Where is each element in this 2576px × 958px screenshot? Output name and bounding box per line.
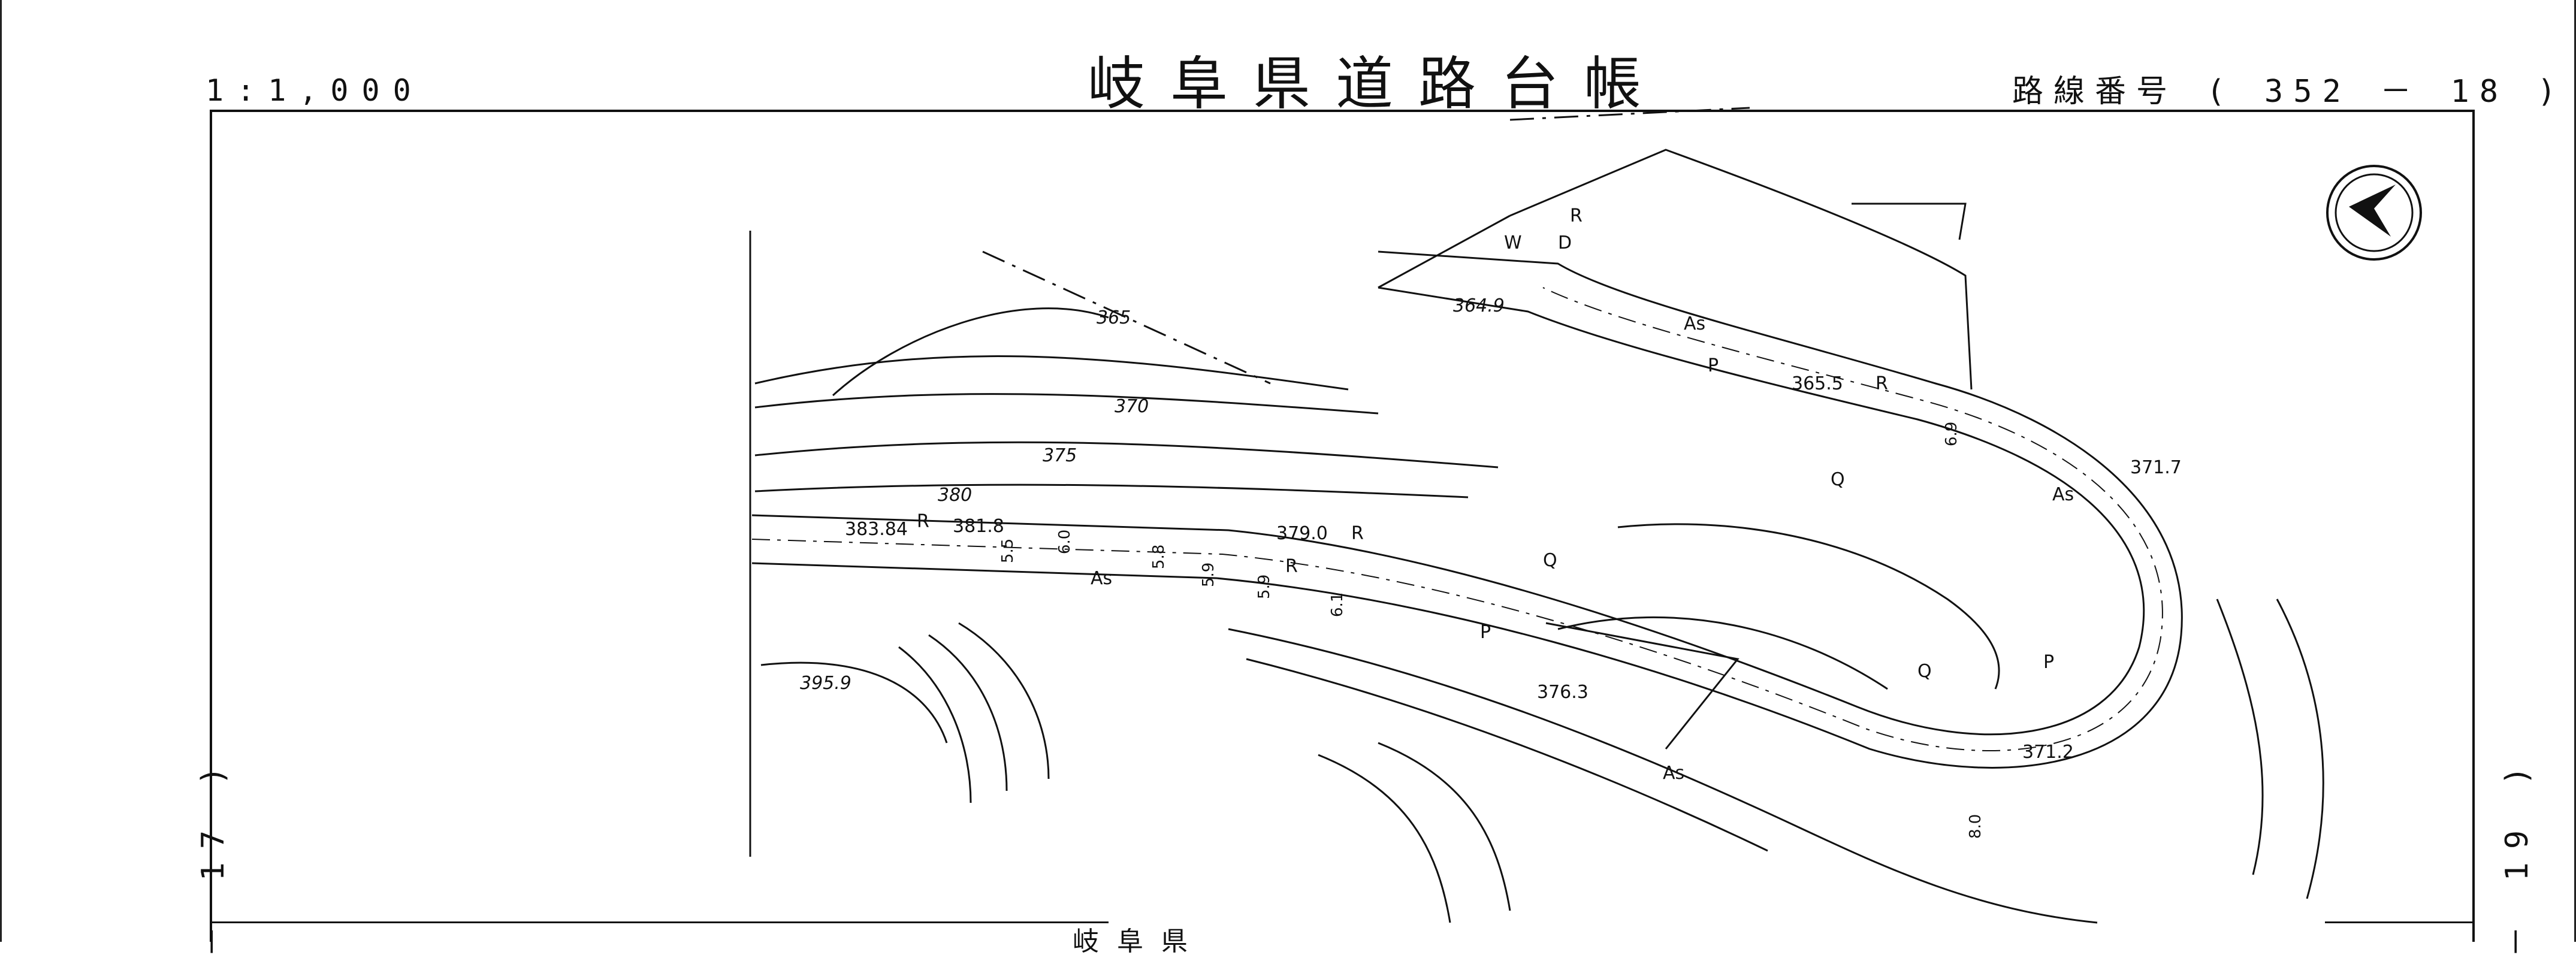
spot-height: 371.2	[2022, 742, 2074, 763]
road-width-label: 5.9	[1255, 575, 1273, 599]
boundary-dash-line	[1509, 107, 1750, 121]
contour-label: 380	[938, 485, 972, 506]
road-edge-inner	[751, 250, 2183, 769]
spot-height: 383.84	[845, 519, 908, 540]
contour-line	[754, 483, 1469, 498]
spot-height: 371.7	[2130, 457, 2182, 478]
page-title: 岐阜県道路台帳	[1088, 50, 1666, 117]
road-width-label: 6.9	[1943, 422, 1961, 446]
contour-label: 364.9	[1453, 295, 1505, 316]
road-edge-outer	[751, 286, 2145, 736]
slope-line	[958, 622, 1050, 779]
surface-label: As	[1684, 313, 1705, 334]
road-width-label: 6.0	[1056, 530, 1074, 554]
map-mark: P	[1708, 355, 1719, 376]
slope-line	[1378, 742, 1511, 911]
map-mark: R	[917, 511, 929, 532]
map-mark: Q	[1831, 469, 1845, 490]
road-edge-upper	[1509, 149, 1973, 390]
spot-height: 381.8	[953, 516, 1004, 537]
road-width-label: 5.8	[1150, 545, 1168, 569]
slope-line	[928, 634, 1008, 791]
terrace-line	[1617, 523, 2000, 690]
retaining-wall	[1246, 658, 1768, 852]
boundary-dash-line	[982, 250, 1271, 385]
contour-label: 370	[1115, 396, 1149, 417]
terrace-line	[1545, 622, 1740, 750]
map-mark: W	[1504, 232, 1522, 253]
road-edge-upper	[1378, 214, 1511, 289]
contour-label: 375	[1043, 445, 1077, 466]
retaining-wall	[1228, 628, 2098, 924]
retaining-wall	[2216, 599, 2264, 875]
map-frame	[210, 110, 2475, 942]
route-number: 路線番号 ( 352 － 18 )	[2012, 74, 2566, 110]
map-mark: R	[1351, 523, 1364, 544]
surface-label: As	[1091, 568, 1112, 589]
contour-line	[754, 355, 1349, 391]
contour-label: 395.9	[800, 673, 851, 694]
sheet-left-border	[0, 0, 2, 942]
bottom-rule-right	[2325, 921, 2475, 923]
map-mark: Q	[1917, 661, 1932, 682]
surface-label: As	[1663, 763, 1684, 784]
road-width-label: 6.1	[1328, 593, 1346, 617]
map-scale: 1:1,000	[206, 73, 424, 108]
contour-line	[832, 307, 1109, 397]
bottom-rule-left	[210, 921, 1109, 923]
sheet-right-border	[2574, 0, 2576, 942]
building-outline	[1852, 203, 1967, 240]
road-width-label: 5.5	[999, 539, 1017, 563]
terrace-line	[1557, 616, 1888, 690]
map-mark: R	[1285, 556, 1298, 577]
contour-line	[754, 441, 1499, 469]
map-mark: P	[2043, 652, 2054, 673]
map-mark: R	[1570, 205, 1583, 226]
retaining-wall	[2276, 599, 2324, 899]
spot-height: 376.3	[1537, 682, 1589, 703]
slope-line	[1318, 754, 1451, 923]
contour-line	[754, 393, 1379, 415]
road-width-label: 8.0	[1967, 814, 1985, 839]
map-mark: Q	[1543, 550, 1557, 571]
map-mark: P	[1480, 622, 1491, 643]
spot-height: 365.5	[1792, 373, 1843, 394]
map-mark: D	[1558, 232, 1572, 253]
north-arrow-icon	[2326, 165, 2422, 261]
map-mark: R	[1876, 373, 1888, 394]
spot-height: 379.0	[1276, 523, 1328, 544]
slope-line	[760, 661, 948, 744]
slope-line	[898, 646, 972, 803]
surface-label: As	[2052, 484, 2074, 505]
contour-label: 365	[1097, 307, 1131, 328]
road-width-label: 5.9	[1200, 563, 1218, 587]
road-centerline	[751, 287, 2163, 751]
